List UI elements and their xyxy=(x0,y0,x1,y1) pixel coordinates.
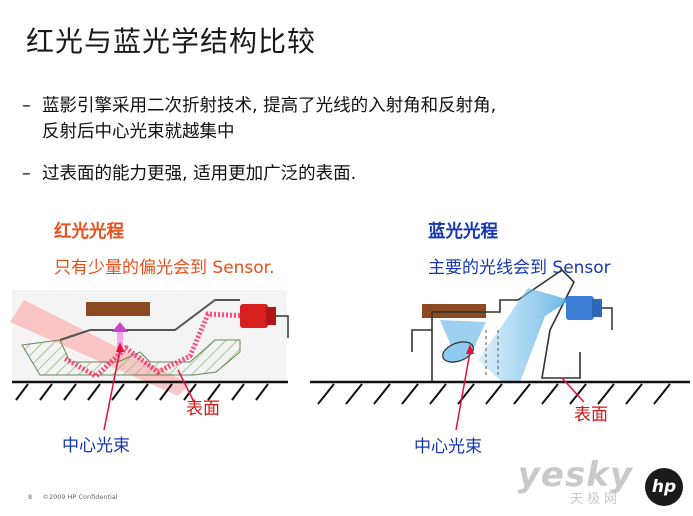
slide-footer: 8 ©2009 HP Confidential xyxy=(28,493,118,501)
red-path-subtitle: 只有少量的偏光会到 Sensor. xyxy=(54,258,275,278)
blue-surface-label: 表面 xyxy=(574,405,608,425)
bullet-1-line2: 反射后中心光束就越集中 xyxy=(42,122,235,142)
bullet-dash: – xyxy=(22,164,31,184)
red-arrow-head xyxy=(112,322,128,332)
page-number: 8 xyxy=(28,493,33,501)
red-path-title: 红光光程 xyxy=(54,222,124,242)
blue-led xyxy=(566,296,594,320)
red-diagram xyxy=(10,290,289,431)
red-surface-pointer xyxy=(177,369,195,403)
red-chassis xyxy=(59,299,240,341)
blue-beam-pointer-head xyxy=(466,344,474,354)
red-beam-pointer xyxy=(103,349,121,431)
blue-reflected-beam xyxy=(440,320,486,352)
red-beam-path xyxy=(62,311,249,380)
blue-path-title: 蓝光光程 xyxy=(428,222,498,242)
blue-diagram xyxy=(310,268,690,431)
watermark-sub: 天极网 xyxy=(569,492,621,507)
slide-title: 红光与蓝光学结构比较 xyxy=(26,25,317,58)
blue-led-lead xyxy=(602,307,613,330)
blue-ground-hatching xyxy=(317,383,671,405)
blue-main-beam xyxy=(478,288,570,382)
red-beam-pointer-head xyxy=(116,342,124,352)
red-beam-label: 中心光束 xyxy=(62,436,130,456)
watermark-brand: yesky xyxy=(517,455,633,495)
red-ground-hatching xyxy=(15,383,269,401)
red-led-lead xyxy=(276,315,289,338)
bullet-2-line1: 过表面的能力更强, 适用更加广泛的表面. xyxy=(42,164,357,184)
blue-beam-label: 中心光束 xyxy=(414,437,482,457)
blue-lens xyxy=(442,341,474,363)
red-surface-label: 表面 xyxy=(186,399,220,419)
blue-beam-pointer xyxy=(455,351,471,431)
bullet-2: –过表面的能力更强, 适用更加广泛的表面. xyxy=(22,161,356,187)
blue-sensor xyxy=(422,304,486,318)
bullet-dash: – xyxy=(22,96,31,116)
bullet-1: –蓝影引擎采用二次折射技术, 提高了光线的入射角和反射角, 反射后中心光束就越集… xyxy=(22,93,496,145)
blue-led-cap xyxy=(592,299,602,317)
copyright: ©2009 HP Confidential xyxy=(42,493,118,501)
red-sensor xyxy=(86,302,150,316)
hp-logo-icon: hp xyxy=(645,468,683,506)
red-led-cap xyxy=(266,307,276,325)
red-led xyxy=(240,304,268,328)
bullet-1-line1: 蓝影引擎采用二次折射技术, 提高了光线的入射角和反射角, xyxy=(42,96,497,116)
blue-surface-pointer xyxy=(561,377,585,403)
